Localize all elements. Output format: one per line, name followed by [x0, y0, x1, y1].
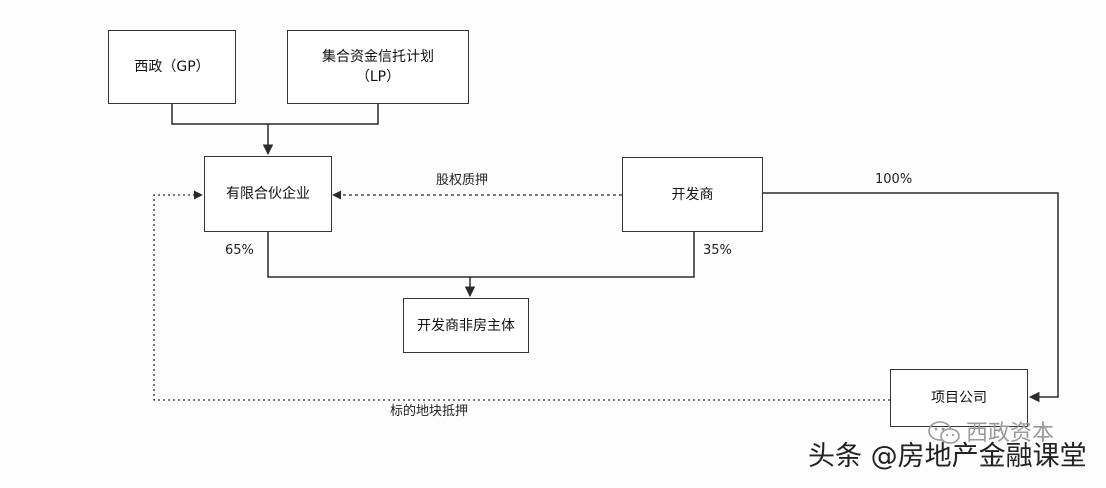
watermark-account-name: 西政资本	[966, 421, 1055, 446]
land-mortgage-arrow	[153, 190, 890, 401]
equity-pledge-label: 股权质押	[436, 173, 489, 188]
partnership-share-label: 65%	[225, 243, 254, 258]
project-company-node: 项目公司	[890, 369, 1028, 427]
developer-share-label: 35%	[703, 243, 732, 258]
watermark-source: 头条 @房地产金融课堂	[808, 441, 1087, 472]
limited-partnership-node: 有限合伙企业	[204, 156, 332, 232]
gp-lp-to-partnership-connector	[171, 104, 379, 154]
land-mortgage-label: 标的地块抵押	[390, 404, 469, 419]
project-ownership-label: 100%	[875, 172, 913, 187]
developer-non-real-estate-entity-node: 开发商非房主体	[403, 298, 529, 353]
lp-trust-plan-node: 集合资金信托计划 （LP）	[287, 30, 469, 104]
shareholding-connector	[267, 232, 695, 296]
developer-node: 开发商	[622, 157, 763, 232]
wechat-icon	[928, 421, 960, 444]
developer-to-project-company-arrow	[763, 192, 1059, 403]
gp-node: 西政（GP）	[108, 30, 236, 104]
